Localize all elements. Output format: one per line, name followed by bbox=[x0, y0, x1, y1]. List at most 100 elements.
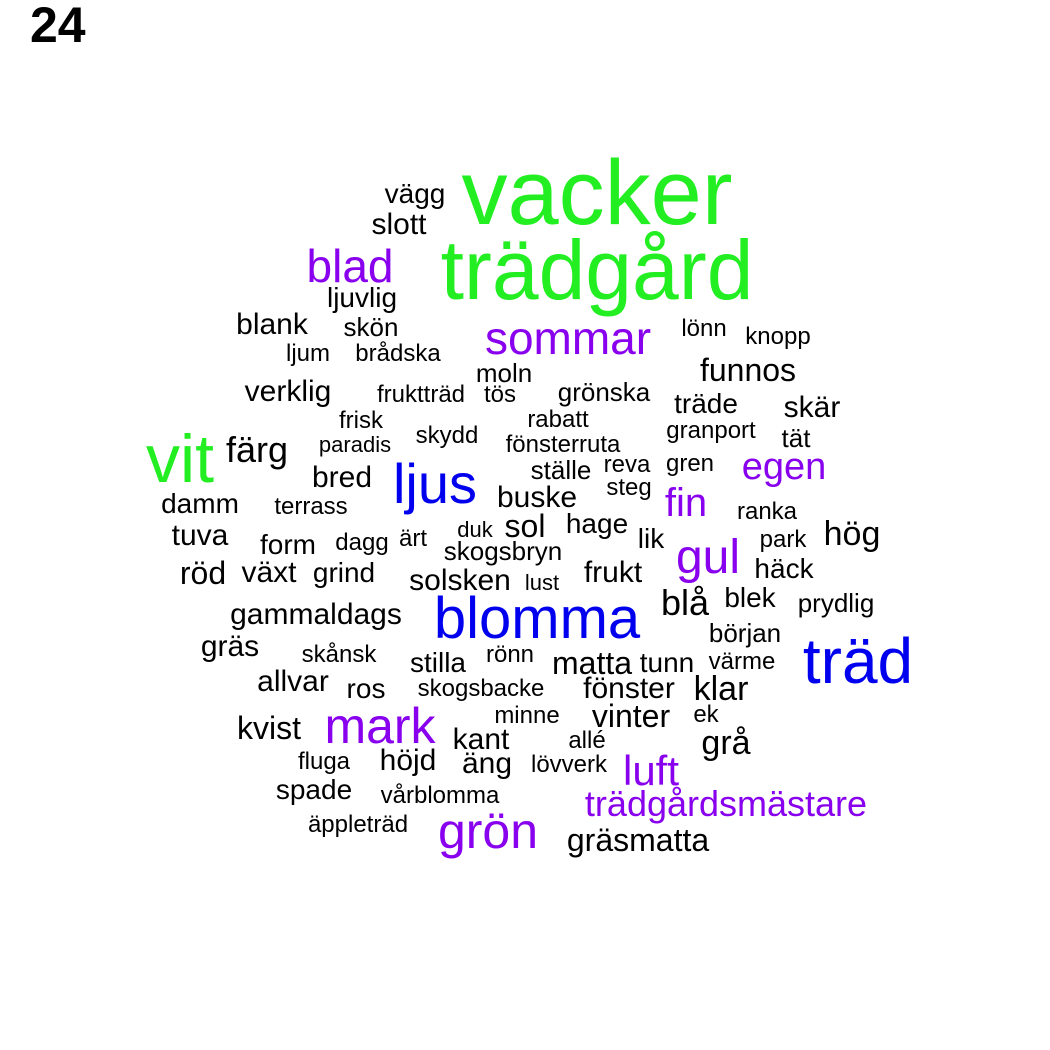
word-blomma: blomma bbox=[433, 586, 641, 651]
word-bla: blå bbox=[660, 582, 710, 623]
word-ljum: ljum bbox=[285, 340, 331, 367]
word-gronska: grönska bbox=[557, 377, 651, 407]
word-vaxt: växt bbox=[241, 556, 297, 589]
word-hojd: höjd bbox=[379, 744, 437, 777]
word-steg: steg bbox=[606, 474, 652, 501]
word-appletrad: äppleträd bbox=[307, 811, 409, 838]
word-fonster: fönster bbox=[583, 672, 675, 705]
word-fin: fin bbox=[664, 481, 708, 525]
word-stalle: ställe bbox=[530, 455, 592, 485]
word-klar: klar bbox=[693, 670, 749, 708]
word-prydlig: prydlig bbox=[797, 588, 875, 618]
word-vagg: vägg bbox=[384, 178, 446, 209]
word-rabatt: rabatt bbox=[527, 406, 589, 433]
word-mark: mark bbox=[324, 698, 436, 754]
word-hack: häck bbox=[754, 553, 814, 584]
word-fonsterruta: fönsterruta bbox=[505, 431, 621, 458]
word-luft: luft bbox=[622, 747, 680, 794]
word-ros: ros bbox=[346, 673, 386, 704]
word-park: park bbox=[759, 526, 807, 553]
word-sommar: sommar bbox=[484, 312, 652, 364]
word-duk: duk bbox=[457, 517, 493, 542]
word-matta: matta bbox=[551, 645, 633, 681]
word-gras: gräs bbox=[200, 630, 260, 663]
word-varme: värme bbox=[708, 648, 776, 675]
word-sol: sol bbox=[504, 508, 546, 544]
word-fluga: fluga bbox=[297, 748, 351, 775]
word-knopp: knopp bbox=[745, 323, 811, 350]
word-blank: blank bbox=[236, 308, 308, 341]
word-tunn: tunn bbox=[639, 647, 695, 678]
word-solsken: solsken bbox=[409, 564, 511, 597]
word-trade: träde bbox=[674, 388, 738, 419]
word-ek: ek bbox=[693, 701, 719, 728]
word-paradis: paradis bbox=[318, 432, 392, 457]
word-tradgardsmastare: trädgårdsmästare bbox=[584, 783, 868, 824]
word-buske: buske bbox=[496, 481, 578, 514]
word-spade: spade bbox=[275, 774, 353, 805]
word-grind: grind bbox=[312, 557, 376, 588]
word-allvar: allvar bbox=[257, 665, 329, 698]
word-vit: vit bbox=[146, 421, 214, 497]
word-damm: damm bbox=[161, 488, 239, 519]
word-alle: allé bbox=[568, 727, 606, 754]
word-grasmatta: gräsmatta bbox=[566, 822, 710, 858]
word-farg: färg bbox=[225, 429, 289, 470]
word-varblomma: vårblomma bbox=[380, 782, 500, 809]
word-tuva: tuva bbox=[171, 519, 229, 552]
word-art: ärt bbox=[398, 525, 428, 552]
word-form: form bbox=[260, 529, 316, 560]
word-rod: röd bbox=[179, 555, 227, 591]
word-trad: träd bbox=[802, 625, 914, 697]
word-hage: hage bbox=[565, 508, 629, 539]
word-skansk: skånsk bbox=[301, 641, 377, 668]
word-kvist: kvist bbox=[237, 710, 301, 746]
word-gul: gul bbox=[675, 531, 741, 584]
word-gammaldags: gammaldags bbox=[230, 598, 402, 631]
word-skogsbryn: skogsbryn bbox=[443, 536, 563, 566]
word-ang: äng bbox=[461, 747, 513, 780]
word-ranka: ranka bbox=[736, 498, 798, 525]
word-vinter: vinter bbox=[591, 698, 671, 734]
word-frisk: frisk bbox=[339, 407, 383, 434]
word-minne: minne bbox=[494, 702, 560, 729]
word-blad: blad bbox=[306, 240, 394, 292]
word-granport: granport bbox=[666, 417, 756, 444]
word-kant: kant bbox=[452, 723, 510, 756]
word-lust: lust bbox=[524, 570, 560, 595]
word-verklig: verklig bbox=[244, 375, 332, 408]
word-ljuvlig: ljuvlig bbox=[326, 282, 398, 313]
word-terrass: terrass bbox=[274, 493, 348, 520]
word-slott: slott bbox=[371, 208, 427, 241]
word-tradgard: trädgård bbox=[440, 223, 754, 317]
word-bred: bred bbox=[311, 461, 373, 494]
word-blek: blek bbox=[724, 582, 776, 613]
word-ljus: ljus bbox=[392, 452, 478, 515]
word-lovverk: lövverk bbox=[530, 751, 608, 778]
word-hog: hög bbox=[823, 515, 881, 553]
word-skogsbacke: skogsbacke bbox=[417, 675, 545, 702]
word-stilla: stilla bbox=[409, 647, 467, 678]
word-skon: skön bbox=[343, 312, 399, 342]
word-lik: lik bbox=[637, 523, 665, 554]
word-ronn: rönn bbox=[485, 641, 535, 668]
word-reva: reva bbox=[603, 451, 651, 478]
word-dagg: dagg bbox=[335, 529, 389, 556]
word-funnos: funnos bbox=[699, 352, 797, 388]
word-bradska: brådska bbox=[355, 340, 441, 367]
word-skar: skär bbox=[783, 391, 841, 424]
word-frukttrad: fruktträd bbox=[376, 381, 466, 408]
word-gren: gren bbox=[665, 450, 715, 477]
word-vacker: vacker bbox=[461, 142, 733, 244]
word-tat: tät bbox=[781, 423, 811, 453]
word-lonn: lönn bbox=[681, 315, 727, 342]
page-number: 24 bbox=[30, 0, 86, 53]
word-gra: grå bbox=[701, 724, 751, 762]
word-tos: tös bbox=[483, 381, 517, 408]
word-egen: egen bbox=[741, 446, 827, 488]
word-borjan: början bbox=[708, 618, 782, 648]
word-skydd: skydd bbox=[415, 422, 479, 449]
word-moln: moln bbox=[475, 358, 533, 388]
word-frukt: frukt bbox=[583, 556, 643, 589]
